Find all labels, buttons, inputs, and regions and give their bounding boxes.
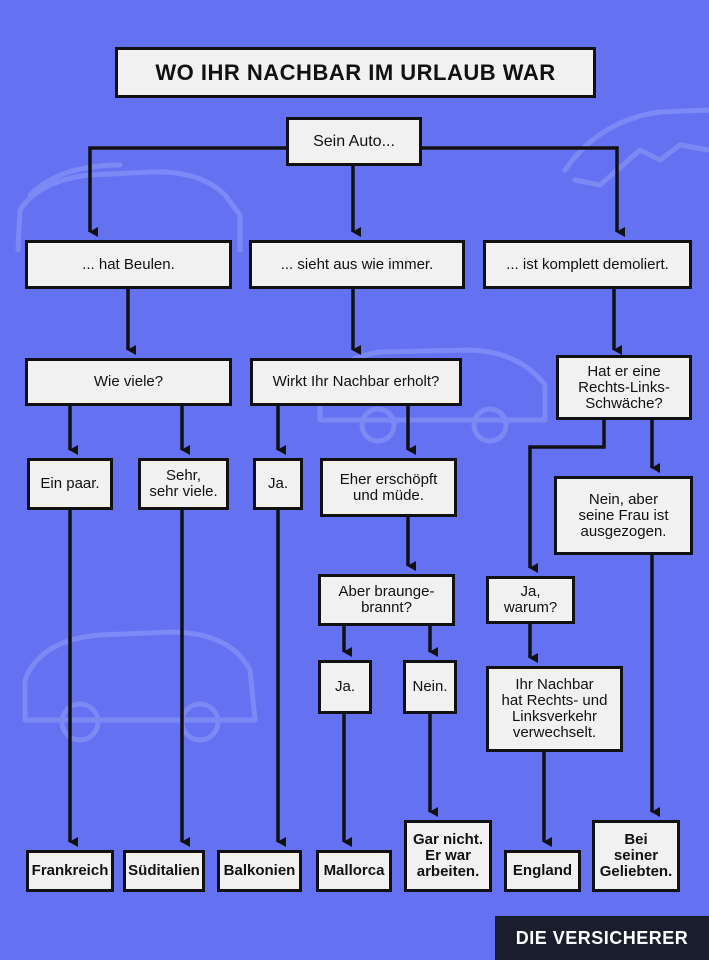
node-demoliert-label: ... ist komplett demoliert. (506, 255, 669, 273)
node-sehr-viele-line: Sehr, (165, 467, 202, 484)
node-nein-braun-label: Nein. (412, 678, 448, 695)
car-doodle-icon (15, 162, 243, 253)
node-start-label: Sein Auto... (313, 132, 395, 150)
connector-line (528, 418, 606, 573)
connector-line (420, 146, 625, 237)
node-ja-braun-label: Ja. (334, 678, 355, 695)
node-verwechselt-line: verwechselt. (512, 724, 597, 741)
node-nein-frau-line: seine Frau ist (578, 506, 669, 524)
node-braungebrannt-line: Aber braunge- (338, 583, 435, 600)
result-arbeiten-line: arbeiten. (416, 863, 480, 880)
result-england: England (504, 850, 581, 892)
page-title-text: WO IHR NACHBAR IM URLAUB WAR (155, 59, 556, 85)
node-erholt-label: Wirkt Ihr Nachbar erholt? (272, 373, 440, 390)
node-beulen-label: ... hat Beulen. (82, 255, 175, 273)
node-nein-frau-line: ausgezogen. (580, 522, 667, 540)
connector-line (88, 146, 288, 237)
node-braungebrannt: Aber braunge- brannt? (318, 574, 455, 626)
node-rechts-links-line: Hat er eine (587, 362, 661, 380)
node-ein-paar: Ein paar. (27, 458, 113, 510)
node-ja-warum: Ja, warum? (486, 576, 575, 624)
node-ja-warum-line: Ja, (520, 583, 541, 600)
node-verwechselt-line: Ihr Nachbar (515, 676, 594, 693)
result-geliebten-line: Geliebten. (599, 863, 673, 880)
result-balkonien-label: Balkonien (223, 862, 296, 879)
result-mallorca: Mallorca (316, 850, 392, 892)
node-rechts-links-line: Rechts-Links- (578, 378, 670, 396)
page-title: WO IHR NACHBAR IM URLAUB WAR (115, 47, 596, 98)
node-verwechselt-line: hat Rechts- und (501, 692, 608, 709)
brand-logo-text: DIE VERSICHERER (515, 927, 689, 948)
result-england-label: England (512, 862, 573, 879)
node-ja-braun: Ja. (318, 660, 372, 714)
node-start: Sein Auto... (286, 117, 422, 166)
node-verwechselt: Ihr Nachbar hat Rechts- und Linksverkehr… (486, 666, 623, 752)
node-immer: ... sieht aus wie immer. (249, 240, 465, 289)
node-rechts-links: Hat er eine Rechts-Links- Schwäche? (556, 355, 692, 420)
result-arbeiten-line: Er war (425, 847, 471, 864)
node-erschoepft-line: Eher erschöpft (339, 470, 438, 488)
result-mallorca-label: Mallorca (323, 862, 385, 879)
node-ja-erholt-label: Ja. (267, 475, 288, 492)
node-erschoepft-line: und müde. (353, 486, 424, 504)
node-braungebrannt-line: brannt? (361, 599, 412, 616)
node-sehr-viele-line: sehr viele. (149, 483, 218, 500)
node-demoliert: ... ist komplett demoliert. (483, 240, 692, 289)
node-sehr-viele: Sehr, sehr viele. (138, 458, 229, 510)
car-doodle-icon (562, 107, 709, 188)
node-erschoepft: Eher erschöpft und müde. (320, 458, 457, 517)
result-sueditalien-label: Süditalien (128, 862, 200, 879)
node-nein-frau: Nein, aber seine Frau ist ausgezogen. (554, 476, 693, 555)
result-geliebten-line: Bei (624, 831, 648, 848)
node-beulen: ... hat Beulen. (25, 240, 232, 289)
node-ja-erholt: Ja. (253, 458, 303, 510)
result-frankreich-label: Frankreich (31, 862, 109, 879)
node-ja-warum-line: warum? (503, 599, 558, 616)
node-verwechselt-line: Linksverkehr (511, 708, 598, 725)
result-geliebten: Bei seiner Geliebten. (592, 820, 680, 892)
node-erholt: Wirkt Ihr Nachbar erholt? (250, 358, 462, 406)
result-arbeiten: Gar nicht. Er war arbeiten. (404, 820, 492, 892)
result-arbeiten-line: Gar nicht. (412, 831, 483, 848)
result-sueditalien: Süditalien (123, 850, 205, 892)
node-ein-paar-label: Ein paar. (40, 475, 100, 492)
node-immer-label: ... sieht aus wie immer. (280, 255, 434, 273)
result-balkonien: Balkonien (217, 850, 302, 892)
brand-logo: DIE VERSICHERER (495, 916, 709, 960)
node-rechts-links-line: Schwäche? (585, 394, 663, 412)
node-wie-viele: Wie viele? (25, 358, 232, 406)
result-frankreich: Frankreich (26, 850, 114, 892)
result-geliebten-line: seiner (613, 847, 659, 864)
node-wie-viele-label: Wie viele? (93, 373, 164, 390)
node-nein-braun: Nein. (403, 660, 457, 714)
node-nein-frau-line: Nein, aber (588, 490, 659, 508)
